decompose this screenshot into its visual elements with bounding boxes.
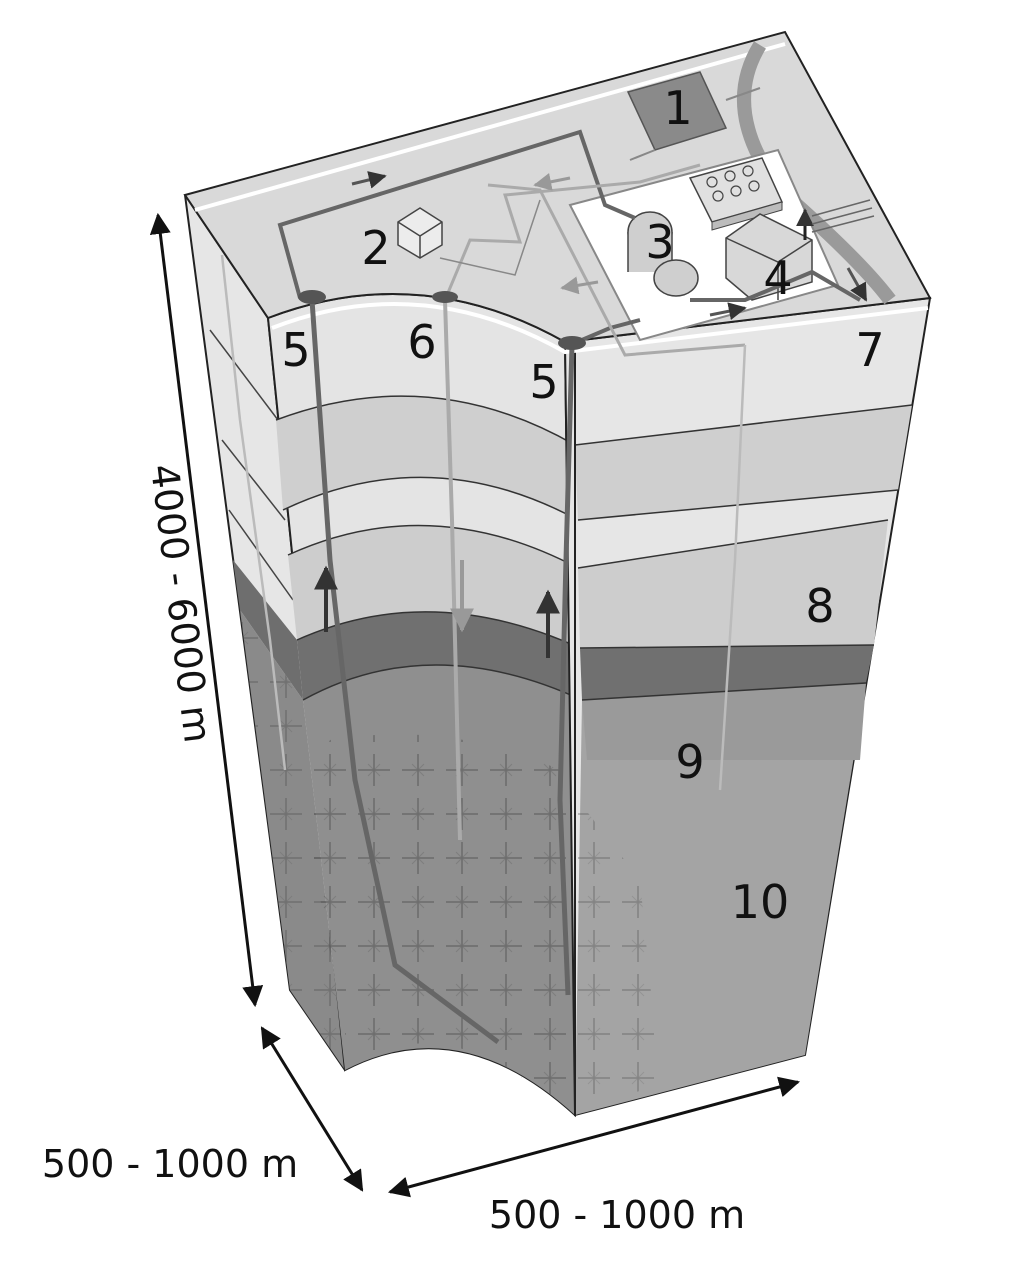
label-2: 2 bbox=[361, 221, 390, 275]
cooling-unit bbox=[688, 157, 784, 231]
width-left-arrow bbox=[260, 1026, 364, 1192]
surface-plant bbox=[277, 71, 875, 357]
label-5-left: 5 bbox=[281, 323, 310, 377]
label-3: 3 bbox=[645, 215, 674, 269]
width-right-label: 500 - 1000 m bbox=[489, 1193, 745, 1237]
injection-well bbox=[443, 299, 462, 841]
power-house-4 bbox=[725, 213, 813, 301]
label-10: 10 bbox=[731, 875, 790, 929]
curved-front-face bbox=[266, 293, 660, 1118]
top-surface bbox=[183, 30, 932, 355]
wellhead-6 bbox=[432, 291, 458, 303]
width-left-label: 500 - 1000 m bbox=[42, 1142, 298, 1186]
label-6: 6 bbox=[407, 315, 436, 369]
label-9: 9 bbox=[675, 735, 704, 789]
label-8: 8 bbox=[805, 579, 834, 633]
heat-exchanger-3 bbox=[627, 211, 699, 297]
wellhead-5-right bbox=[558, 336, 586, 350]
depth-label: 4000 - 6000 m bbox=[142, 462, 220, 746]
production-well-left bbox=[309, 299, 500, 1045]
label-4: 4 bbox=[763, 251, 792, 305]
label-1: 1 bbox=[663, 81, 692, 135]
label-7: 7 bbox=[855, 323, 884, 377]
production-well-right bbox=[557, 344, 575, 996]
number-labels: 1 2 3 4 5 6 5 7 8 9 10 bbox=[281, 81, 884, 929]
house-2 bbox=[397, 207, 443, 259]
wellhead-5-left bbox=[298, 290, 326, 304]
width-right-arrow bbox=[387, 1076, 801, 1198]
control-building bbox=[626, 71, 728, 151]
depth-arrow bbox=[149, 212, 264, 1008]
right-face bbox=[563, 296, 932, 1117]
label-5-right: 5 bbox=[529, 355, 558, 409]
